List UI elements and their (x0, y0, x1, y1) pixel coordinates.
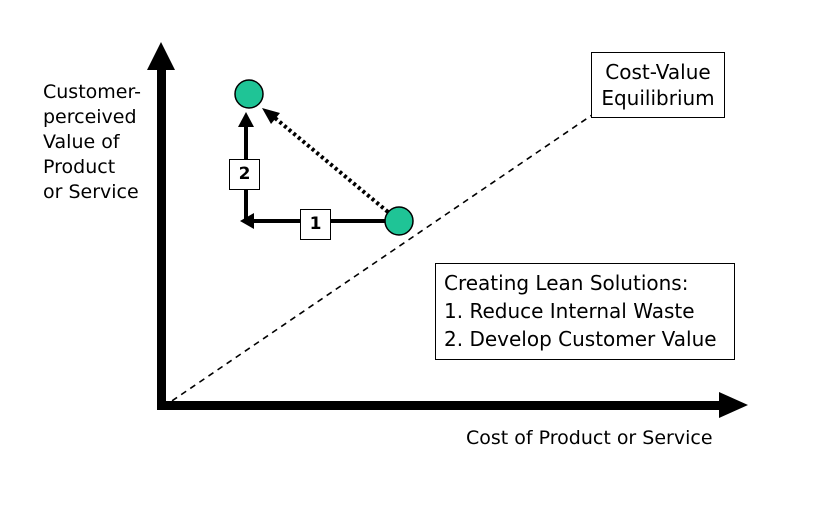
y-axis-label-line: or Service (43, 181, 139, 203)
improved-position-point (234, 79, 264, 109)
equilibrium-line (162, 114, 593, 408)
equilibrium-label-line: Cost-Value (605, 60, 711, 84)
lean-solutions-item: 2. Develop Customer Value (444, 327, 717, 351)
combined-improvement-arrowhead (262, 108, 280, 124)
y-axis-label-line: Customer- (43, 81, 141, 103)
y-axis-label-line: Product (43, 156, 116, 178)
y-axis-arrowhead (147, 42, 175, 70)
x-axis (157, 401, 723, 410)
lean-solutions-item: 1. Reduce Internal Waste (444, 299, 695, 323)
develop-value-arrowhead (238, 112, 254, 127)
y-axis (157, 66, 166, 408)
step-1-badge: 1 (300, 209, 331, 240)
x-axis-label: Cost of Product or Service (466, 427, 713, 449)
y-axis-label: Customer- perceived Value of Product or … (43, 80, 141, 205)
equilibrium-label-box: Cost-Value Equilibrium (591, 52, 725, 118)
step-2-badge: 2 (229, 159, 260, 190)
x-axis-arrowhead (719, 392, 748, 418)
current-position-point (384, 206, 414, 236)
equilibrium-label-line: Equilibrium (601, 86, 715, 110)
lean-solutions-title: Creating Lean Solutions: (444, 271, 689, 295)
lean-solutions-box: Creating Lean Solutions: 1. Reduce Inter… (435, 263, 735, 360)
combined-improvement-arrow (273, 116, 390, 214)
y-axis-label-line: perceived (43, 106, 137, 128)
y-axis-label-line: Value of (43, 131, 120, 153)
